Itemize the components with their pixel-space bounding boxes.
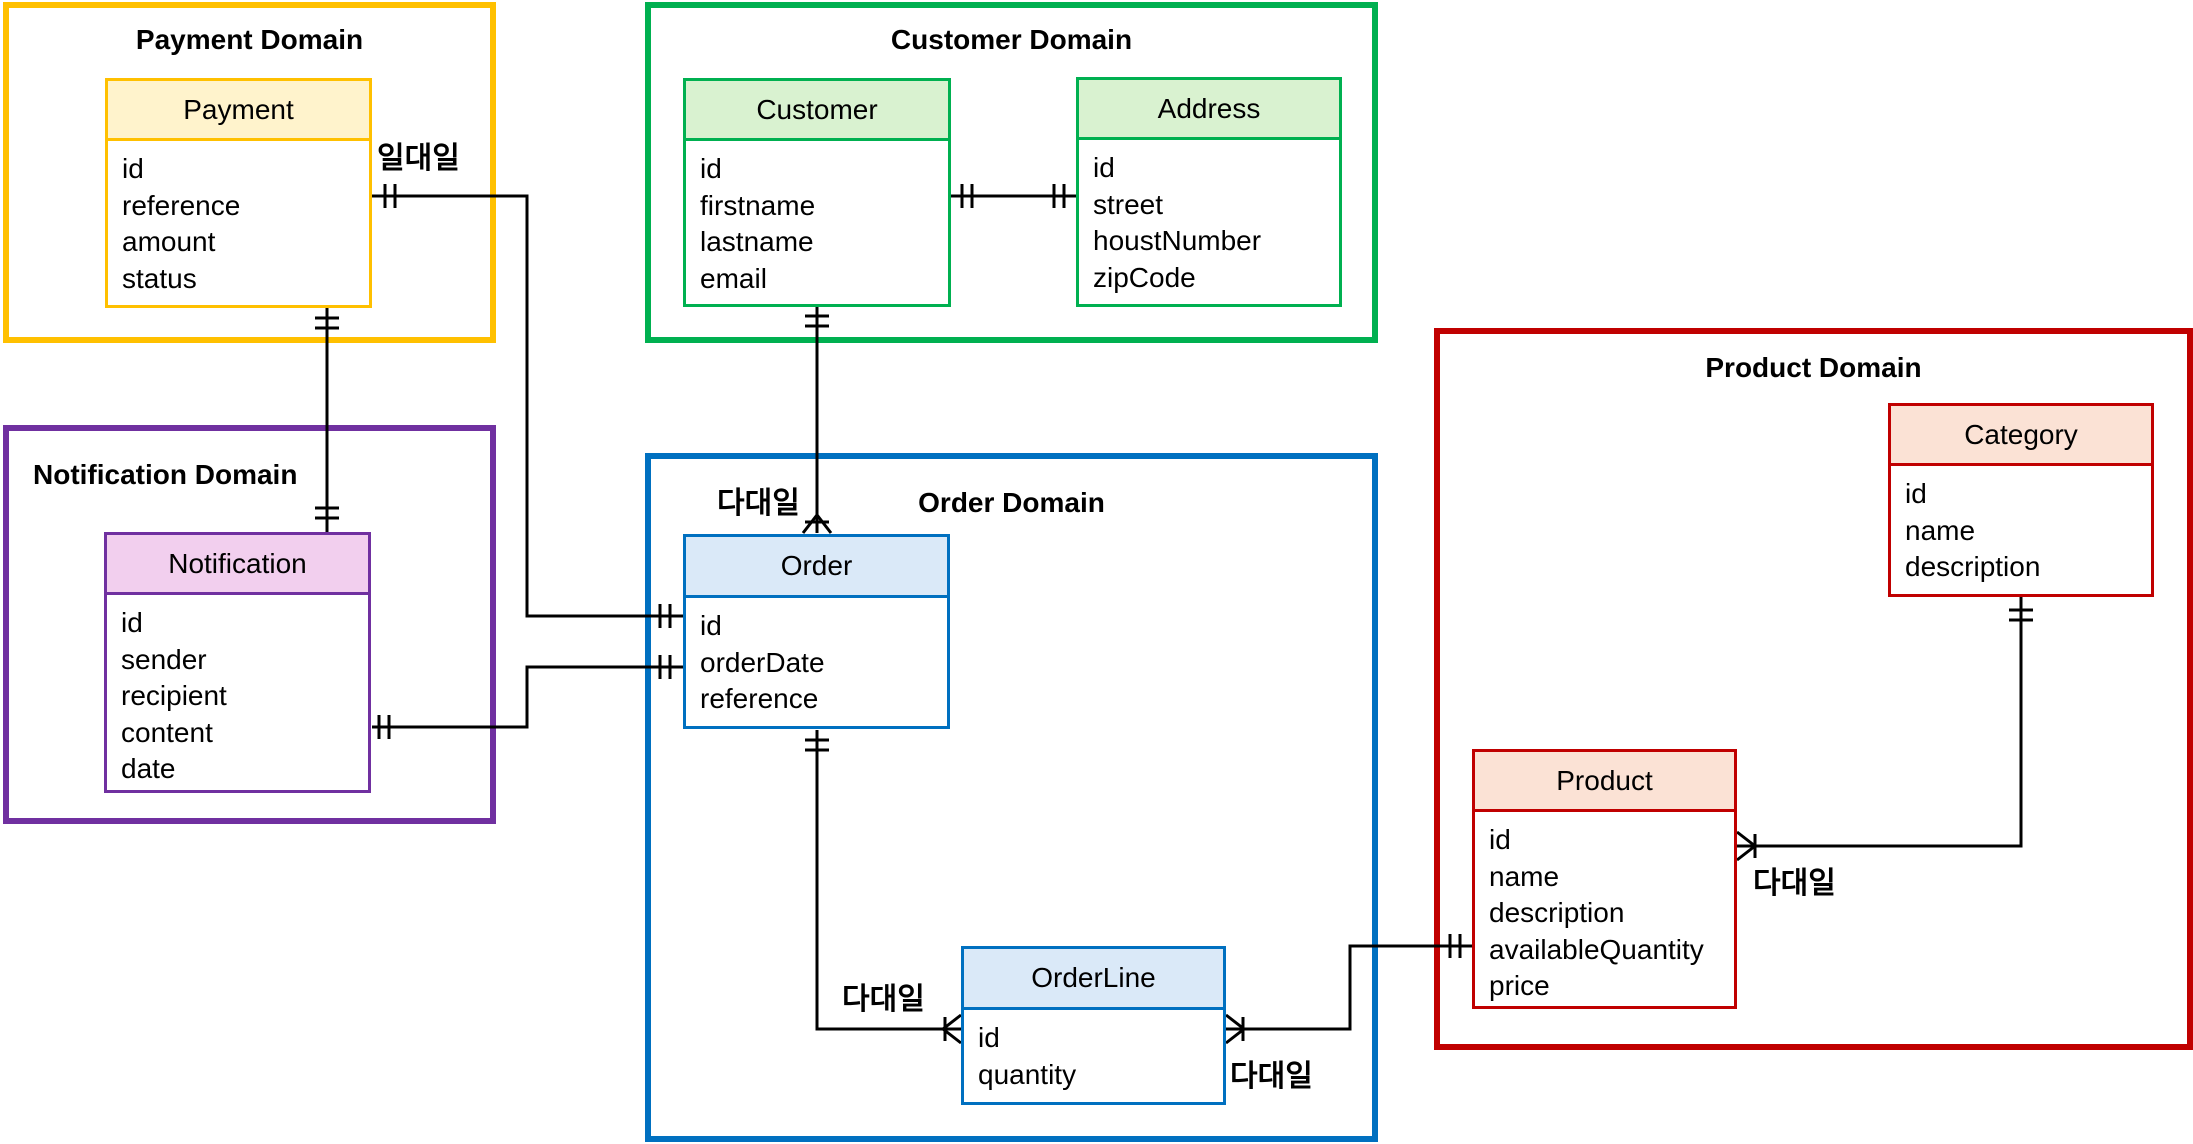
- customer-fields: id firstname lastname email: [686, 141, 948, 307]
- relation-label-product-category: 다대일: [1753, 867, 1836, 900]
- link-payment-order: [372, 194, 683, 618]
- order-entity: Order id orderDate reference: [683, 534, 950, 729]
- field: id: [700, 153, 722, 184]
- category-entity-header: Category: [1891, 406, 2151, 466]
- order-fields: id orderDate reference: [686, 598, 947, 728]
- field: firstname: [700, 189, 816, 221]
- customer-entity: Customer id firstname lastname email: [683, 78, 951, 307]
- field: description: [1489, 897, 1625, 929]
- field: id: [122, 153, 144, 184]
- field: orderDate: [700, 646, 825, 678]
- payment-domain: Payment Domain: [3, 2, 496, 343]
- payment-fields: id reference amount status: [108, 141, 369, 307]
- field: status: [122, 262, 197, 294]
- address-entity-header: Address: [1079, 80, 1339, 140]
- orderline-entity: OrderLine id quantity: [961, 946, 1226, 1105]
- field: street: [1093, 188, 1164, 220]
- payment-entity: Payment id reference amount status: [105, 78, 372, 308]
- customer-domain: Customer Domain: [645, 2, 1378, 343]
- field: amount: [122, 226, 216, 258]
- field: name: [1905, 514, 1976, 546]
- field: houstNumber: [1093, 225, 1262, 257]
- field: id: [978, 1022, 1000, 1053]
- field: recipient: [121, 680, 227, 712]
- field: price: [1489, 970, 1550, 1002]
- field: id: [1905, 478, 1927, 509]
- payment-domain-title: Payment Domain: [135, 24, 364, 55]
- customer-entity-header: Customer: [686, 81, 948, 141]
- relation-label-orderline-product: 다대일: [1230, 1060, 1313, 1093]
- field: zipCode: [1093, 261, 1196, 293]
- notification-domain: Notification Domain: [3, 425, 496, 824]
- address-entity: Address id street houstNumber zipCode: [1076, 77, 1342, 307]
- field: quantity: [978, 1058, 1077, 1090]
- notification-fields: id sender recipient content date: [107, 595, 368, 798]
- field: lastname: [700, 226, 814, 258]
- field: id: [1093, 152, 1115, 183]
- order-domain: Order Domain: [645, 453, 1378, 1142]
- address-fields: id street houstNumber zipCode: [1079, 140, 1339, 306]
- orderline-fields: id quantity: [964, 1010, 1223, 1103]
- notification-domain-title: Notification Domain: [33, 459, 298, 490]
- product-fields: id name description availableQuantity pr…: [1475, 812, 1734, 1015]
- product-entity-header: Product: [1475, 752, 1734, 812]
- field: reference: [700, 683, 819, 715]
- field: id: [700, 610, 722, 641]
- field: name: [1489, 860, 1560, 892]
- customer-domain-title: Customer Domain: [890, 24, 1133, 55]
- product-entity: Product id name description availableQua…: [1472, 749, 1737, 1009]
- field: date: [121, 753, 176, 785]
- order-entity-header: Order: [686, 537, 947, 598]
- link-order-orderline: [815, 730, 961, 1031]
- field: content: [121, 716, 213, 748]
- product-domain-title: Product Domain: [1705, 352, 1922, 383]
- field: description: [1905, 551, 2041, 583]
- orderline-entity-header: OrderLine: [964, 949, 1223, 1010]
- category-fields: id name description: [1891, 466, 2151, 596]
- notification-entity-header: Notification: [107, 535, 368, 595]
- relation-label-payment-order: 일대일: [377, 142, 460, 175]
- product-domain: Product Domain: [1434, 328, 2193, 1050]
- field: availableQuantity: [1489, 933, 1704, 965]
- field: id: [121, 607, 143, 638]
- order-domain-title: Order Domain: [918, 487, 1105, 518]
- field: sender: [121, 643, 207, 675]
- field: reference: [122, 189, 241, 221]
- link-orderline-product: [1226, 944, 1472, 1031]
- category-entity: Category id name description: [1888, 403, 2154, 597]
- link-notification-order: [372, 665, 683, 729]
- notification-entity: Notification id sender recipient content…: [104, 532, 371, 793]
- link-product-category: [1737, 597, 2023, 848]
- payment-entity-header: Payment: [108, 81, 369, 141]
- relation-label-order-orderline: 다대일: [842, 983, 925, 1016]
- field: email: [700, 262, 767, 294]
- relation-label-customer-order: 다대일: [717, 487, 800, 520]
- field: id: [1489, 824, 1511, 855]
